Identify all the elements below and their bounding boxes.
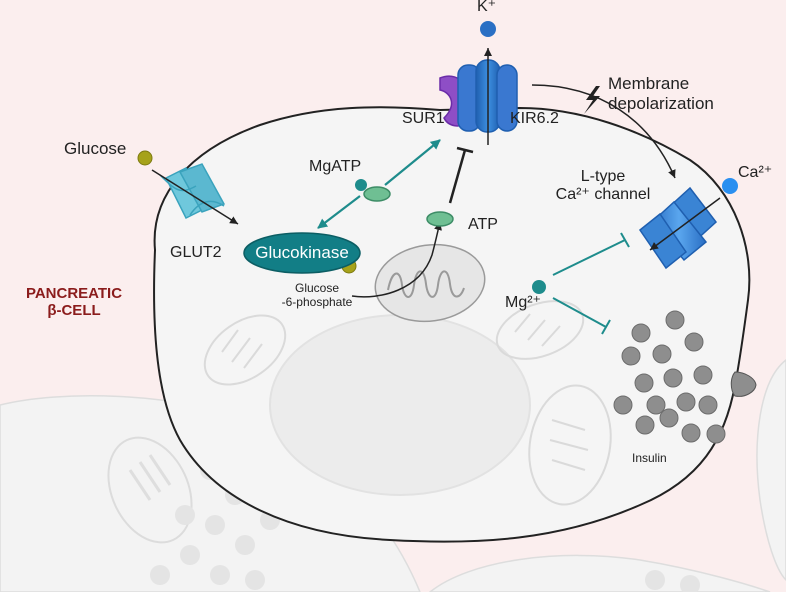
insulin-label: Insulin xyxy=(632,451,667,465)
faded-mitochondria xyxy=(203,300,612,506)
mg-inhibit-ltype xyxy=(552,239,626,276)
metabolism-arrow xyxy=(351,221,442,298)
atp-label: ATP xyxy=(468,216,498,233)
ca-ion-label: Ca²⁺ xyxy=(738,164,773,181)
glucose-dot xyxy=(137,150,153,166)
glucokinase-enzyme xyxy=(243,232,361,274)
depolarization-arrow xyxy=(531,84,676,179)
glut2-label: GLUT2 xyxy=(170,244,222,261)
mgatp-label: MgATP xyxy=(309,158,362,175)
glucose6p-label: Glucose -6-phosphate xyxy=(281,281,353,309)
atp-oval xyxy=(426,211,454,227)
mg-ion-label: Mg²⁺ xyxy=(505,294,541,311)
glucokinase-label: Glucokinase xyxy=(255,243,349,262)
neighbor-cell-right xyxy=(756,359,786,582)
mg-ion-dot xyxy=(532,280,546,294)
lightning-icon xyxy=(584,86,600,114)
mgatp-mg-dot xyxy=(355,179,367,191)
glucose-entry-arrow xyxy=(151,169,239,225)
glut2-transporter xyxy=(159,163,226,220)
mgatp-oval xyxy=(363,186,391,202)
glucose-label: Glucose xyxy=(64,139,127,158)
ltype-channel-label: L-type Ca²⁺ channel xyxy=(555,168,651,204)
kir-label: KIR6.2 xyxy=(510,110,559,127)
atp-inhibition xyxy=(448,149,467,204)
membrane-depolarization-label: Membrane depolarization xyxy=(608,74,714,113)
insulin-granules xyxy=(613,310,726,444)
k-ion-label: K⁺ xyxy=(477,0,497,15)
exocytosis-granule xyxy=(730,371,757,397)
k-ion-dot xyxy=(480,21,496,37)
mgatp-to-gk-arrow xyxy=(317,195,361,229)
mgatp-to-sur1-arrow xyxy=(384,139,441,186)
mitochondrion xyxy=(374,243,486,323)
ltype-channel xyxy=(638,186,718,270)
ca-ion-dot xyxy=(722,178,738,194)
ca-influx-arrow xyxy=(649,197,721,251)
sur1-label: SUR1 xyxy=(402,110,445,127)
mg-inhibit-insulin xyxy=(552,297,607,328)
neighbor-cell-bottom xyxy=(428,554,771,592)
katp-channel xyxy=(439,59,518,133)
cell-type-title: PANCREATIC β-CELL xyxy=(25,285,123,320)
nucleus xyxy=(269,314,531,496)
